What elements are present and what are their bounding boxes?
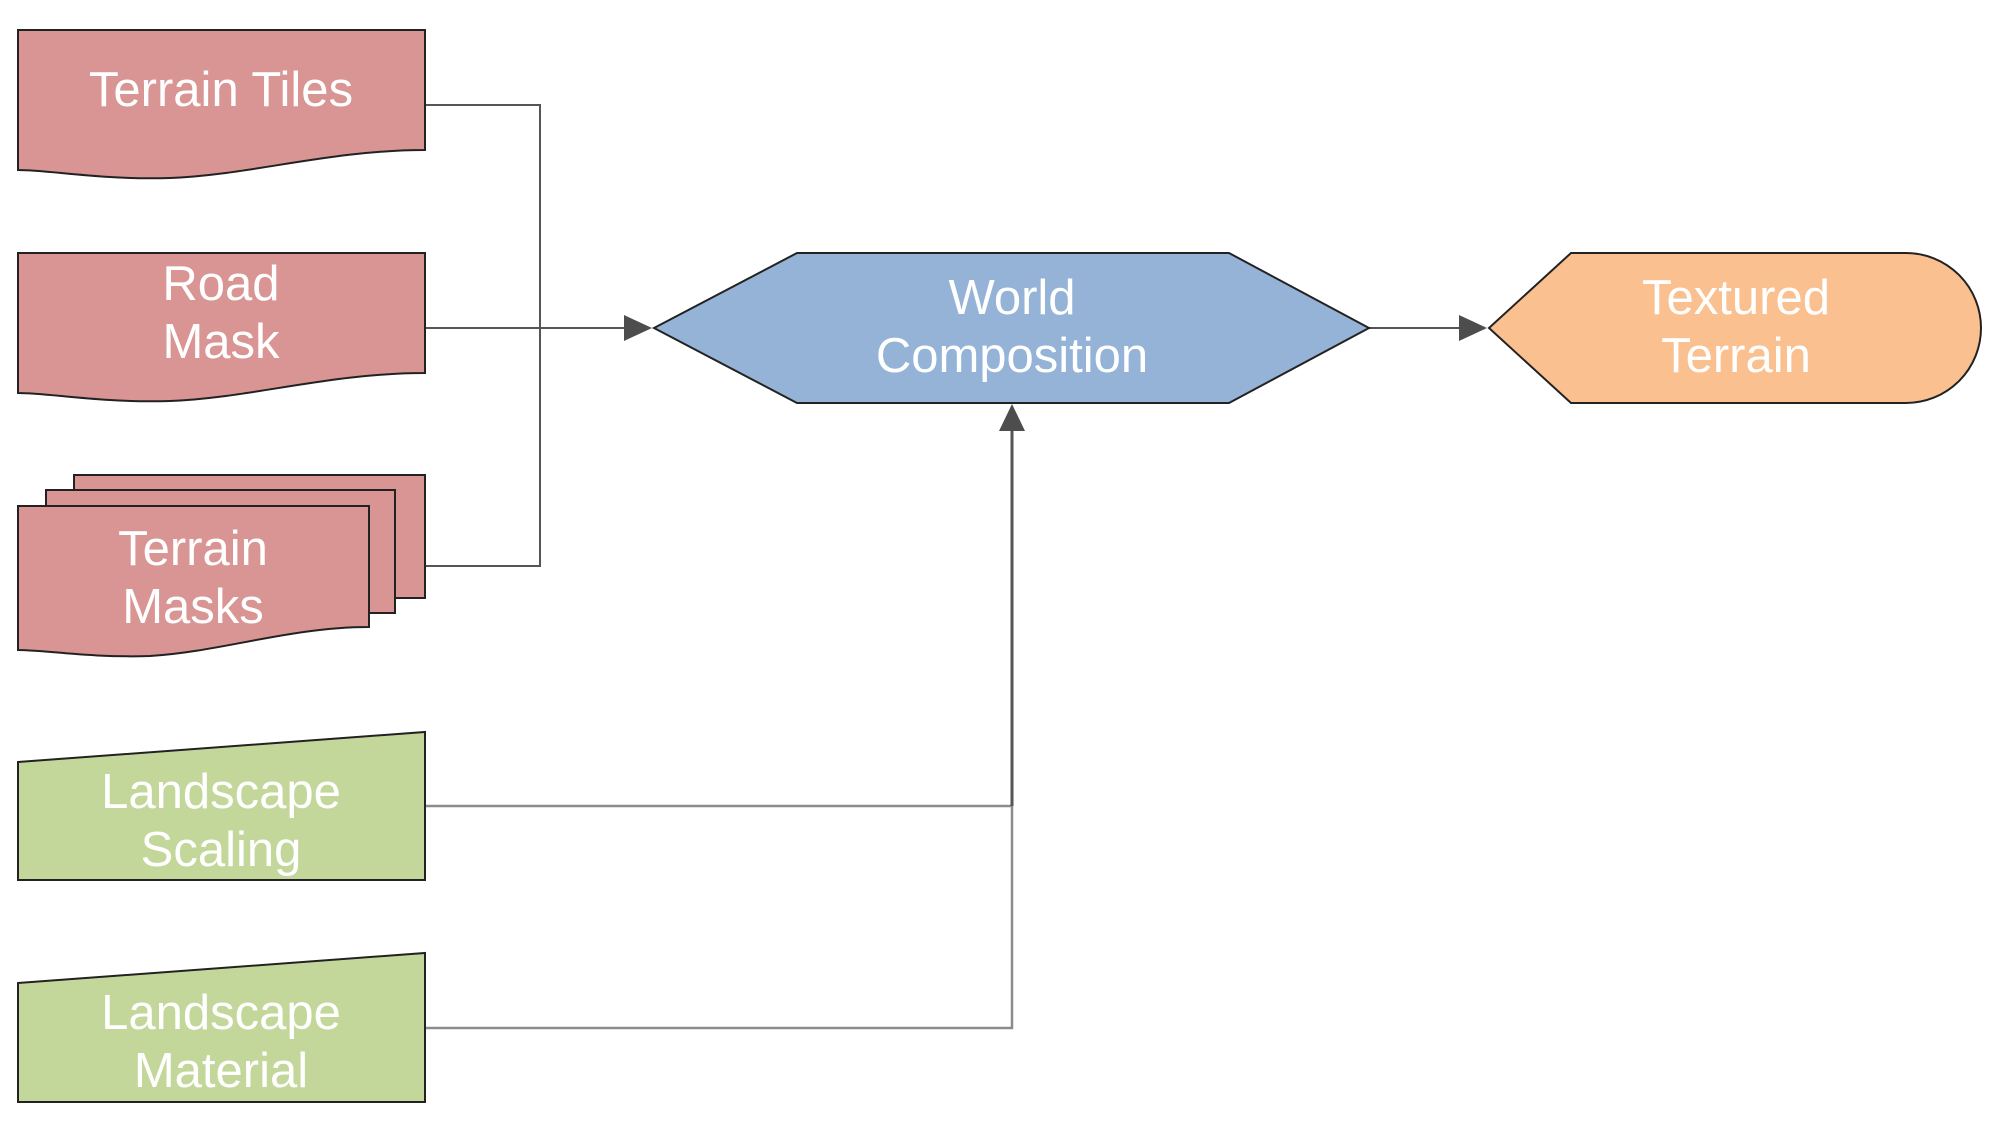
- node-label-line-1: Landscape: [101, 765, 341, 819]
- manual-input-shape: [17, 730, 426, 881]
- connector-terrain-masks: [425, 328, 541, 567]
- arrowhead-into-textured-terrain: [1459, 315, 1487, 341]
- node-terrain-masks: Terrain Masks: [17, 474, 426, 658]
- document-shape: [17, 252, 426, 403]
- node-label-line-2: Scaling: [141, 823, 302, 877]
- node-label-line-2: Mask: [162, 315, 280, 369]
- node-label-line-2: Material: [134, 1044, 308, 1098]
- node-label: Terrain Tiles: [89, 63, 353, 117]
- document-shape: [17, 29, 426, 180]
- node-label-line-1: Landscape: [101, 986, 341, 1040]
- node-label-line-1: World: [948, 271, 1075, 325]
- display-shape: [1487, 252, 1982, 404]
- connector-landscape-material: [425, 806, 1014, 1030]
- connectors: [425, 104, 1487, 1030]
- node-label-line-1: Textured: [1642, 271, 1830, 325]
- document-shape-front: [17, 505, 370, 658]
- node-landscape-scaling: Landscape Scaling: [17, 730, 426, 881]
- node-label-line-2: Composition: [876, 329, 1148, 383]
- node-landscape-material: Landscape Material: [17, 951, 426, 1103]
- node-road-mask: Road Mask: [17, 252, 426, 403]
- hexagon-shape: [651, 252, 1372, 404]
- arrowhead-into-world-composition-left: [624, 315, 652, 341]
- connector-terrain-tiles: [425, 104, 541, 328]
- node-world-composition: World Composition: [651, 252, 1372, 404]
- node-textured-terrain: Textured Terrain: [1487, 252, 1982, 404]
- node-label-line-1: Road: [162, 257, 279, 311]
- manual-input-shape: [17, 951, 426, 1103]
- arrowhead-into-world-composition-bottom: [999, 404, 1025, 431]
- node-label-line-1: Terrain: [118, 522, 268, 576]
- node-terrain-tiles: Terrain Tiles: [17, 29, 426, 180]
- node-label-line-2: Masks: [122, 580, 264, 634]
- node-label-line-2: Terrain: [1661, 329, 1811, 383]
